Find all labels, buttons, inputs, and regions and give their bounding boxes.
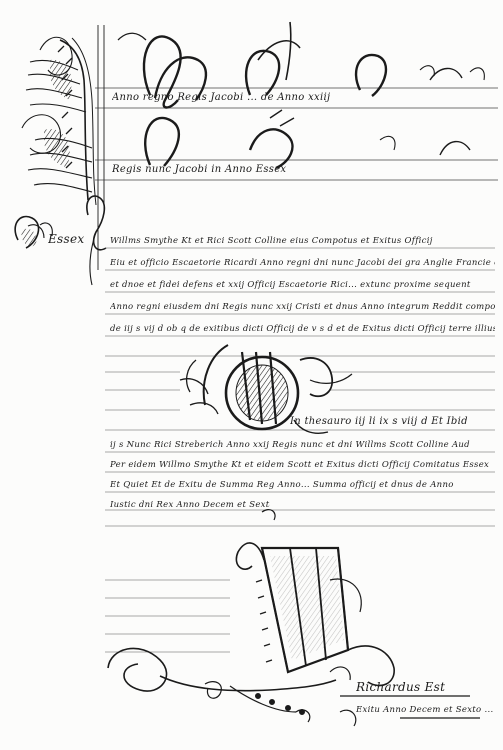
margin-label-essex: Essex: [48, 232, 85, 246]
signature-paraph: [329, 666, 480, 727]
text-end-flourish: [261, 508, 276, 521]
signature-text: Richardus Est: [356, 680, 446, 694]
central-decorated-initial: [179, 344, 353, 434]
closing-line-2: Per eidem Willmo Smythe Kt et eidem Scot…: [110, 460, 490, 470]
footer-text: Exitu Anno Decem et Sexto ...: [356, 705, 494, 715]
body-line-4: Anno regni eiusdem dni Regis nunc xxij C…: [110, 302, 495, 312]
header-line-1: Anno regno Regis Jacobi ... de Anno xxii…: [112, 92, 331, 103]
header-rules: [95, 87, 498, 181]
body-line-5: de iij s vij d ob q de exitibus dicti Of…: [110, 324, 495, 334]
closing-line-3: Et Quiet Et de Exitu de Summa Reg Anno..…: [110, 480, 454, 490]
body-initial-flourish: [86, 195, 107, 286]
bottom-flourish-tail: [107, 647, 337, 723]
header-small-flourishes: [379, 65, 485, 151]
left-margin-rule: [97, 25, 105, 270]
header-calligraphic-capitals: [117, 21, 471, 170]
body-line-2: Eiu et officio Escaetorie Ricardi Anno r…: [110, 258, 495, 268]
closing-line-4: Iustic dni Rex Anno Decem et Sexto ...: [110, 500, 270, 510]
body-line-1: Willms Smythe Kt et Rici Scott Colline e…: [110, 236, 433, 246]
closing-line-1: ij s Nunc Rici Streberich Anno xxij Regi…: [110, 440, 470, 450]
body-line-3: et dnoe et fidei defens et xxij Officij …: [110, 280, 471, 290]
body-rules: [105, 247, 495, 653]
sum-line: In thesauro iij li ix s viij d Et Ibid: [290, 416, 468, 427]
header-line-2: Regis nunc Jacobi in Anno Essex: [112, 164, 287, 175]
